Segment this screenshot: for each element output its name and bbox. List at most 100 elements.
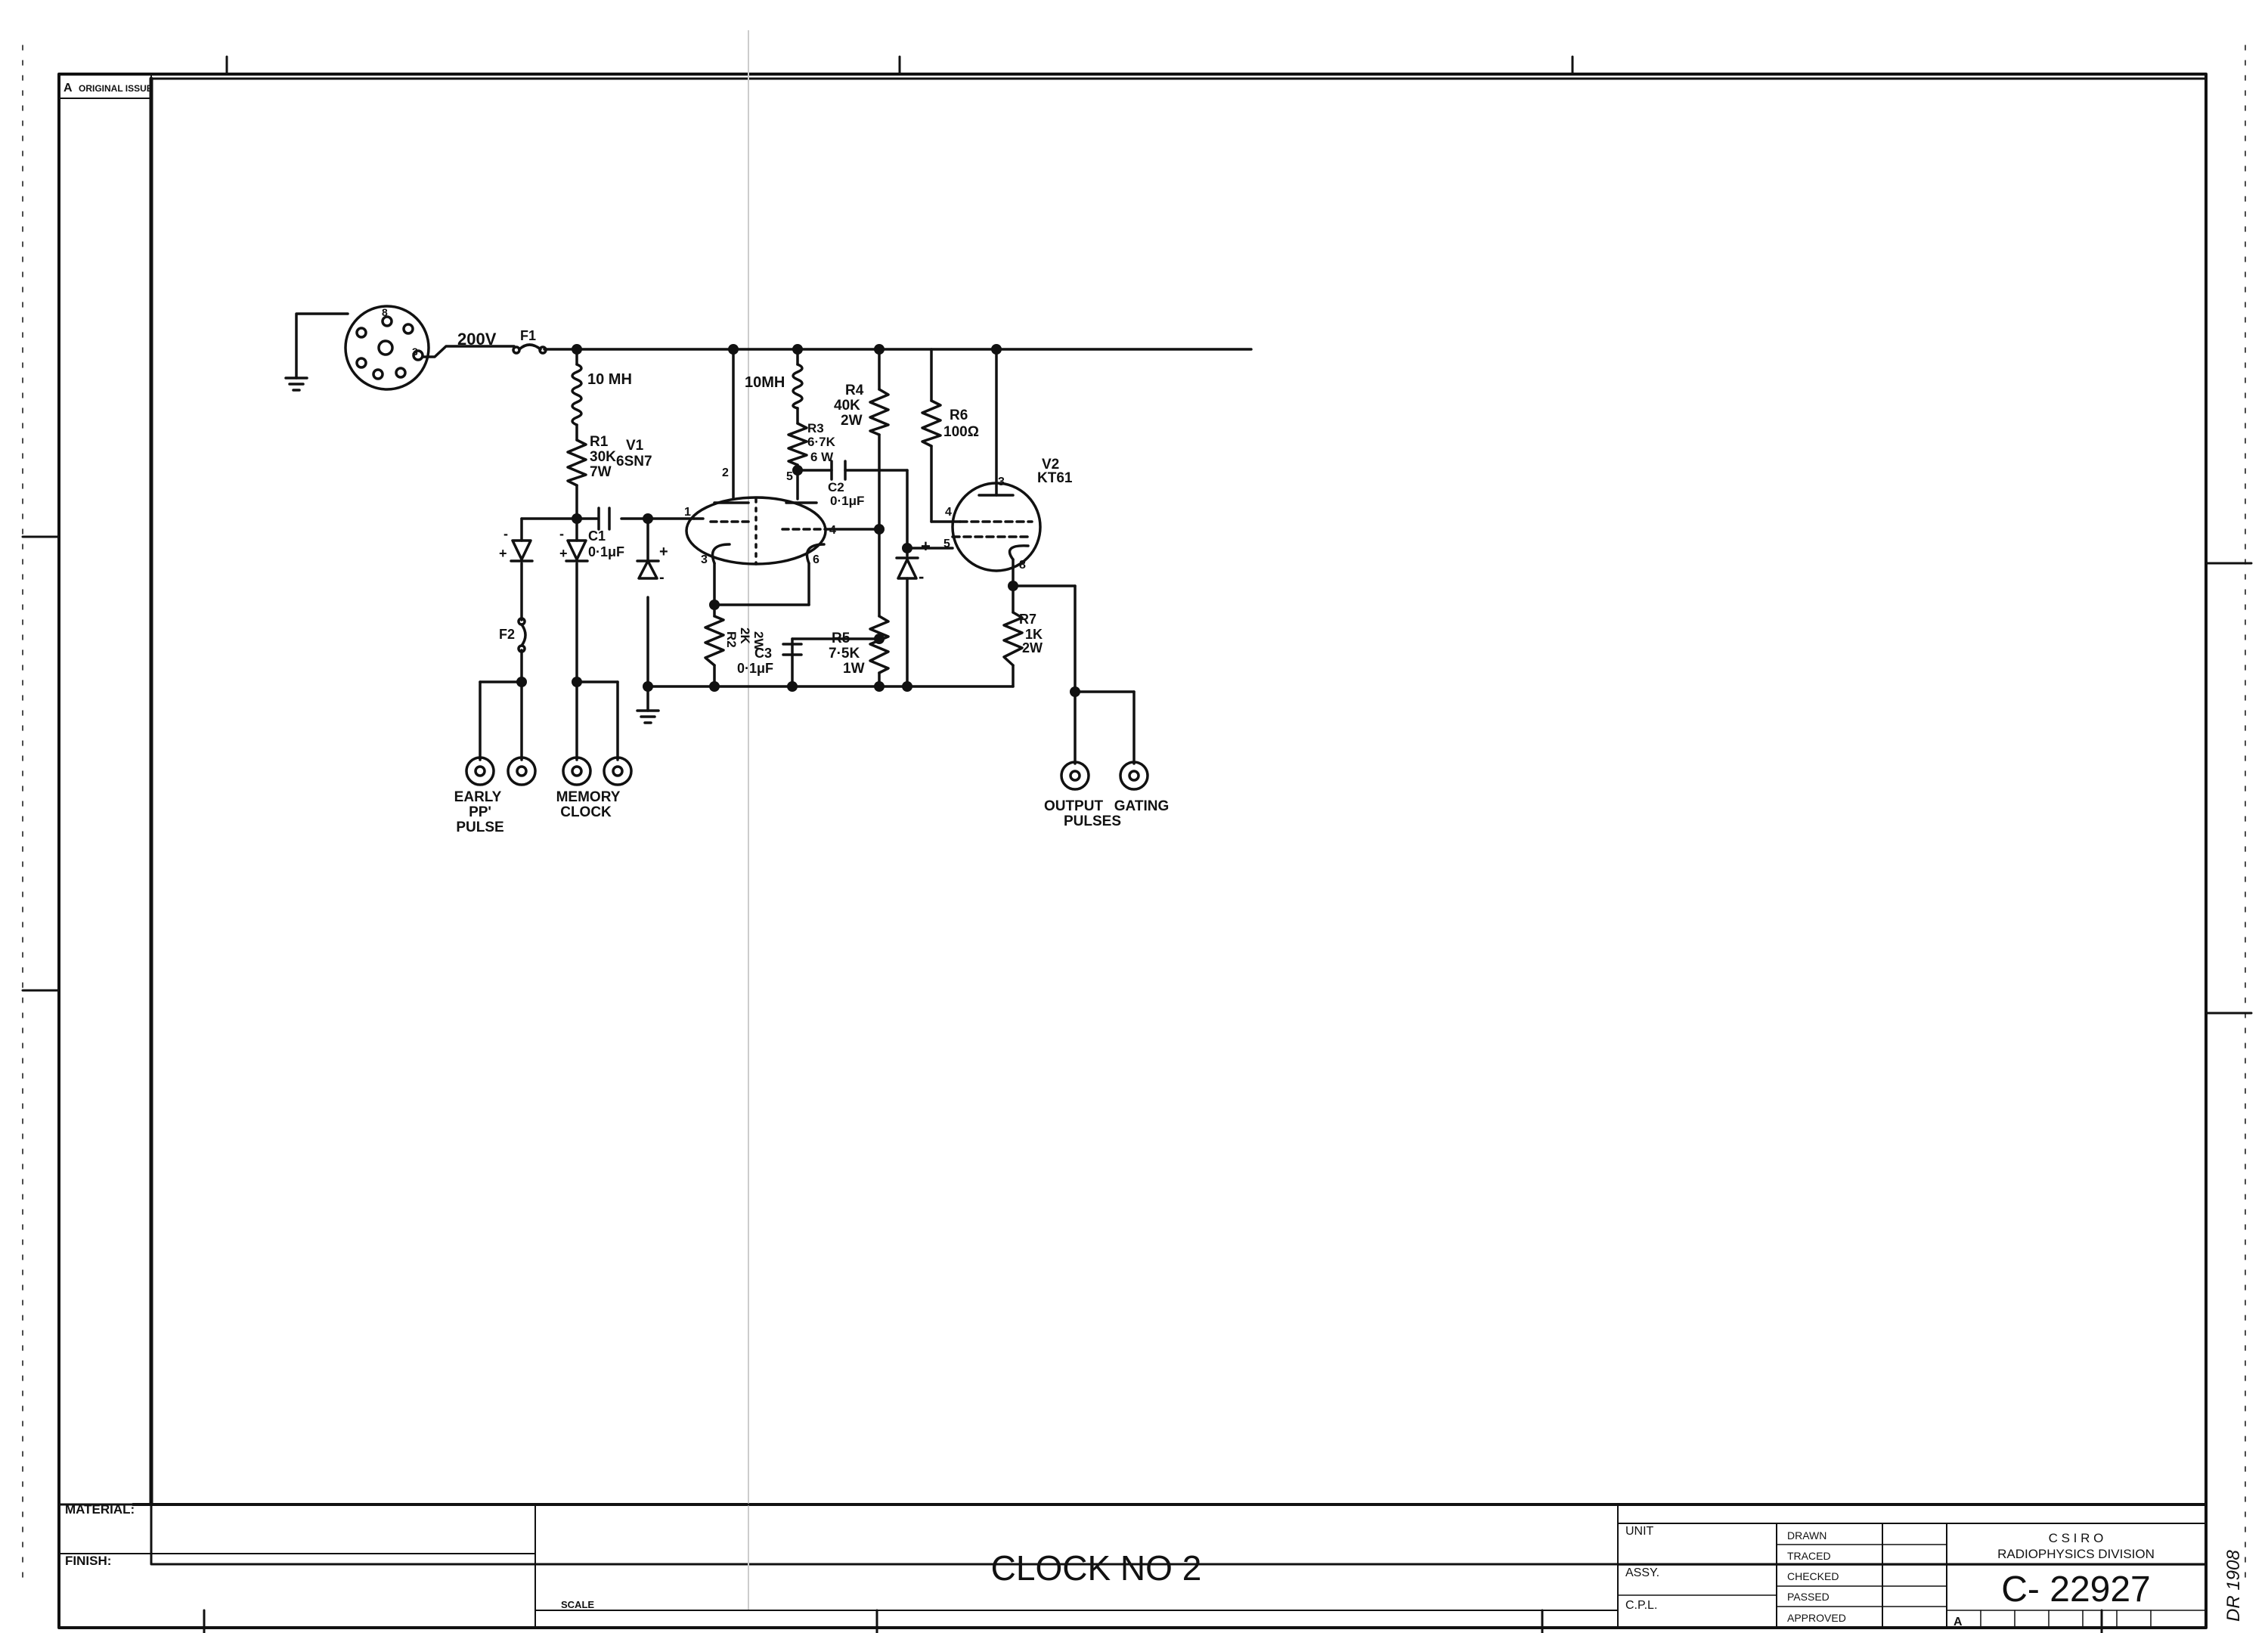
label-memory-1: MEMORY (556, 789, 621, 805)
cpl-label: C.P.L. (1625, 1599, 1657, 1612)
octal-connector (344, 305, 430, 391)
label-r5-watt: 1W (843, 661, 865, 677)
label-r6-val: 100Ω (943, 424, 979, 440)
material-label: MATERIAL: (65, 1502, 135, 1517)
label-supply: 200V (457, 330, 497, 349)
label-l1: 10 MH (587, 371, 632, 388)
label-d4-minus: - (919, 567, 924, 586)
label-c3-name: C3 (754, 646, 772, 661)
drawn-label: DRAWN (1787, 1529, 1826, 1542)
label-v1-pin2: 2 (722, 466, 729, 479)
label-r4-name: R4 (845, 383, 864, 398)
label-r3-watt: 6 W (810, 450, 834, 464)
fuse-f2 (517, 617, 527, 653)
label-r2-val: 2K (738, 627, 752, 644)
jack-output (1060, 761, 1090, 791)
label-v1-pin1: 1 (684, 506, 691, 519)
label-v1-name: V1 (626, 438, 644, 454)
label-r7-val: 1K (1025, 627, 1043, 642)
resistor-r7 (1002, 611, 1024, 667)
label-early-3: PULSE (456, 820, 503, 835)
label-d1-minus: - (503, 526, 508, 541)
label-r4-watt: 2W (841, 413, 863, 429)
approved-label: APPROVED (1787, 1612, 1846, 1624)
label-r5-val: 7·5K (829, 646, 860, 662)
revision-block: A ORIGINAL ISSUE (58, 73, 153, 99)
diode-v2-grid (895, 556, 919, 580)
drawing-title: CLOCK NO 2 (991, 1548, 1202, 1588)
diode-left (510, 539, 534, 562)
label-d4-plus: + (921, 537, 931, 556)
dr-number: DR 1908 (2223, 1550, 2244, 1622)
label-r2-name: R2 (724, 631, 739, 648)
jack-early-1 (465, 756, 495, 786)
label-output-2: PULSES (1064, 813, 1121, 829)
scale-label: SCALE (561, 1599, 594, 1610)
ground-symbol-main (636, 709, 660, 724)
label-r4-val: 40K (834, 398, 860, 414)
label-d3-minus: - (659, 569, 665, 586)
passed-label: PASSED (1787, 1591, 1830, 1603)
resistor-r4 (869, 388, 890, 436)
label-pin-8: 8 (382, 306, 388, 318)
label-v2-pin8: 8 (1019, 559, 1026, 572)
jack-gating (1119, 761, 1149, 791)
label-v2-pin3: 3 (998, 476, 1005, 488)
label-d2-plus: + (559, 546, 568, 561)
capacitor-c1 (597, 507, 611, 531)
inductor-l2 (792, 363, 804, 410)
label-v2-pin4: 4 (945, 506, 952, 519)
label-r5-name: R5 (832, 631, 850, 646)
label-v2-type: KT61 (1037, 470, 1073, 486)
diode-mid (565, 539, 589, 562)
fuse-f1 (512, 343, 547, 355)
resistor-r1 (566, 438, 587, 487)
diode-right (636, 559, 660, 580)
label-gating: GATING (1114, 798, 1169, 814)
label-d1-plus: + (499, 546, 507, 561)
capacitor-c3 (782, 643, 803, 656)
label-v1-pin6: 6 (813, 553, 820, 566)
capacitor-c2 (830, 460, 847, 481)
jack-memory-2 (603, 756, 633, 786)
ground-symbol-connector (284, 376, 308, 392)
label-v1-pin5: 5 (786, 470, 793, 483)
circuit-labels: 200V F1 8 3 10 MH R1 30K 7W C1 0·1μF + -… (382, 306, 1169, 835)
label-r1-watt: 7W (590, 464, 612, 480)
label-r7-name: R7 (1019, 612, 1036, 627)
label-v1-type: 6SN7 (616, 454, 652, 469)
label-r7-watt: 2W (1022, 640, 1043, 655)
label-r3-val: 6·7K (807, 435, 836, 449)
label-f1: F1 (520, 328, 536, 343)
drawing-frame (21, 30, 2253, 1633)
unit-label: UNIT (1625, 1525, 1654, 1538)
label-v1-pin3: 3 (701, 553, 708, 566)
revision-text: ORIGINAL ISSUE (79, 83, 153, 94)
label-l2: 10MH (745, 374, 785, 391)
label-f2: F2 (499, 627, 515, 642)
label-pin-3: 3 (412, 346, 418, 358)
finish-label: FINISH: (65, 1554, 111, 1568)
label-early-1: EARLY (454, 789, 502, 805)
assy-label: ASSY. (1625, 1566, 1659, 1579)
resistor-r6 (921, 399, 942, 448)
traced-label: TRACED (1787, 1550, 1831, 1562)
label-r1-val: 30K (590, 449, 616, 465)
junction-dots (516, 344, 1080, 697)
label-output-1: OUTPUT (1044, 798, 1104, 814)
label-v2-pin5: 5 (943, 538, 950, 550)
label-c3-val: 0·1μF (737, 661, 773, 676)
checked-label: CHECKED (1787, 1570, 1839, 1582)
label-c1-val: 0·1μF (588, 544, 624, 559)
inductor-l1 (571, 363, 583, 426)
label-c1-name: C1 (588, 528, 606, 544)
drawing-number: C- 22927 (2001, 1569, 2150, 1610)
label-c2-val: 0·1μF (830, 494, 864, 508)
label-v1-pin4: 4 (829, 524, 836, 537)
org-line-1: C S I R O (2049, 1531, 2104, 1545)
label-r1-name: R1 (590, 434, 609, 450)
jack-memory-1 (562, 756, 592, 786)
resistor-r3 (787, 422, 808, 466)
label-early-2: PP' (469, 804, 491, 820)
